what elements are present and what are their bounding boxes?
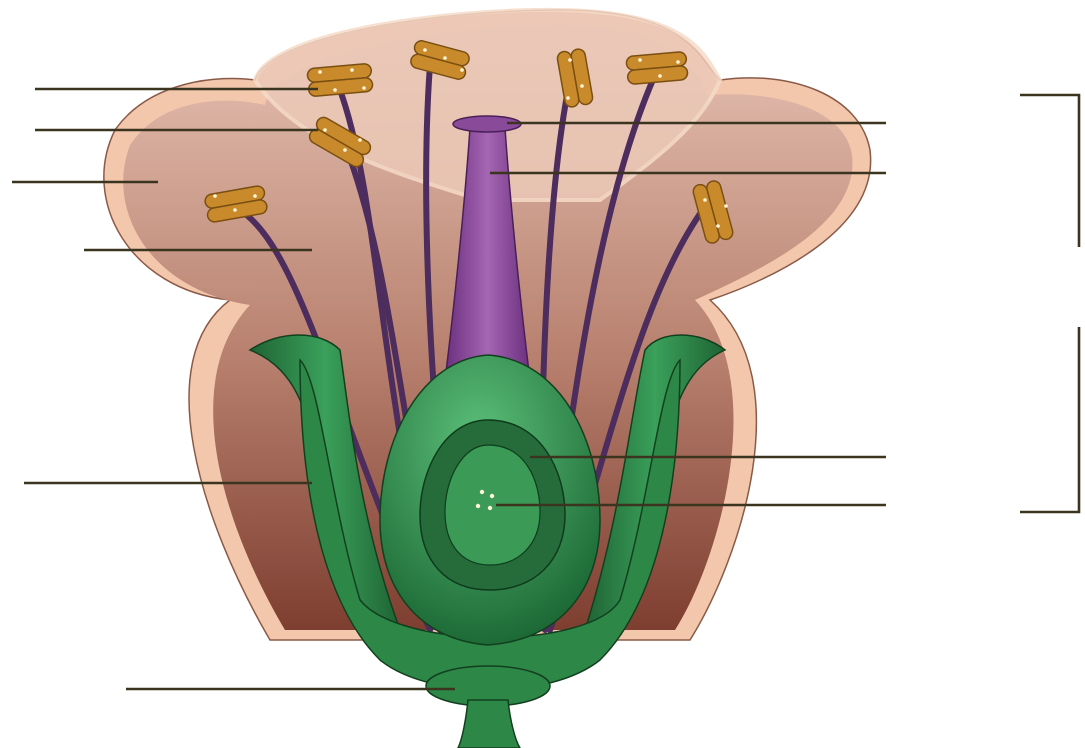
bracket-stamen <box>1020 95 1079 247</box>
bracket-pistil <box>1020 327 1079 512</box>
pedicel <box>458 700 520 748</box>
